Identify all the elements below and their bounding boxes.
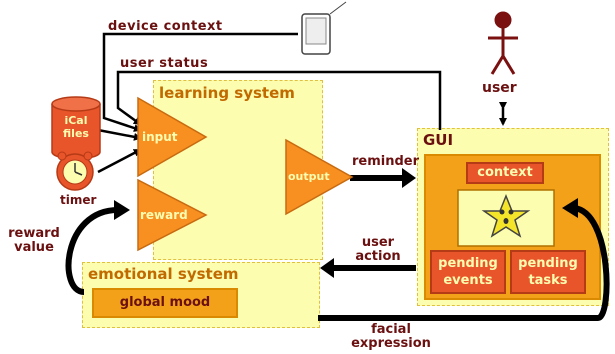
output-label: output [288, 170, 330, 183]
user-figure-icon [488, 11, 518, 75]
user-status-arrow [116, 70, 442, 130]
emotional-system-title: emotional system [88, 265, 239, 283]
timer-to-input-arrow [97, 148, 142, 174]
facial-expression-label: facial expression [346, 323, 436, 351]
pending-events-line1: pending [438, 256, 498, 271]
reward-triangle [137, 178, 208, 252]
gui-title: GUI [423, 131, 454, 149]
pending-events-line2: events [443, 273, 493, 288]
reward-value-line2: value [14, 240, 54, 255]
pda-device-icon [301, 1, 347, 55]
input-triangle [137, 96, 208, 178]
reminder-label: reminder [352, 154, 420, 169]
user-action-label: user action [350, 236, 406, 264]
timer-clock-icon [56, 151, 94, 191]
learning-system-title: learning system [159, 84, 295, 102]
facial-expression-line2: expression [351, 336, 431, 351]
facial-expression-line1: facial [371, 322, 411, 337]
star-face-icon [481, 193, 531, 238]
facial-expression-arrow [318, 205, 610, 321]
user-action-line2: action [355, 249, 401, 264]
device-context-arrow [102, 32, 298, 132]
ical-label-line1: iCal [64, 114, 88, 127]
ical-files-icon [51, 96, 101, 160]
pending-events-box: pending events [430, 250, 506, 294]
user-action-line1: user [361, 235, 395, 250]
ical-to-input-arrow [97, 128, 142, 141]
context-box: context [466, 162, 544, 184]
ical-label: iCal files [56, 114, 96, 140]
global-mood-box: global mood [92, 288, 238, 318]
pending-tasks-line1: pending [518, 256, 578, 271]
input-label: input [142, 130, 178, 144]
output-triangle [285, 138, 354, 216]
ical-label-line2: files [63, 127, 89, 140]
pending-tasks-line2: tasks [528, 273, 568, 288]
reward-value-line1: reward [8, 226, 60, 241]
device-context-label: device context [108, 19, 223, 34]
reward-label: reward [140, 208, 188, 222]
reward-value-arrow [65, 207, 119, 295]
reward-value-label: reward value [6, 227, 62, 255]
user-label: user [482, 80, 517, 96]
timer-label: timer [60, 193, 97, 207]
pending-tasks-box: pending tasks [510, 250, 586, 294]
user-status-label: user status [120, 56, 209, 71]
